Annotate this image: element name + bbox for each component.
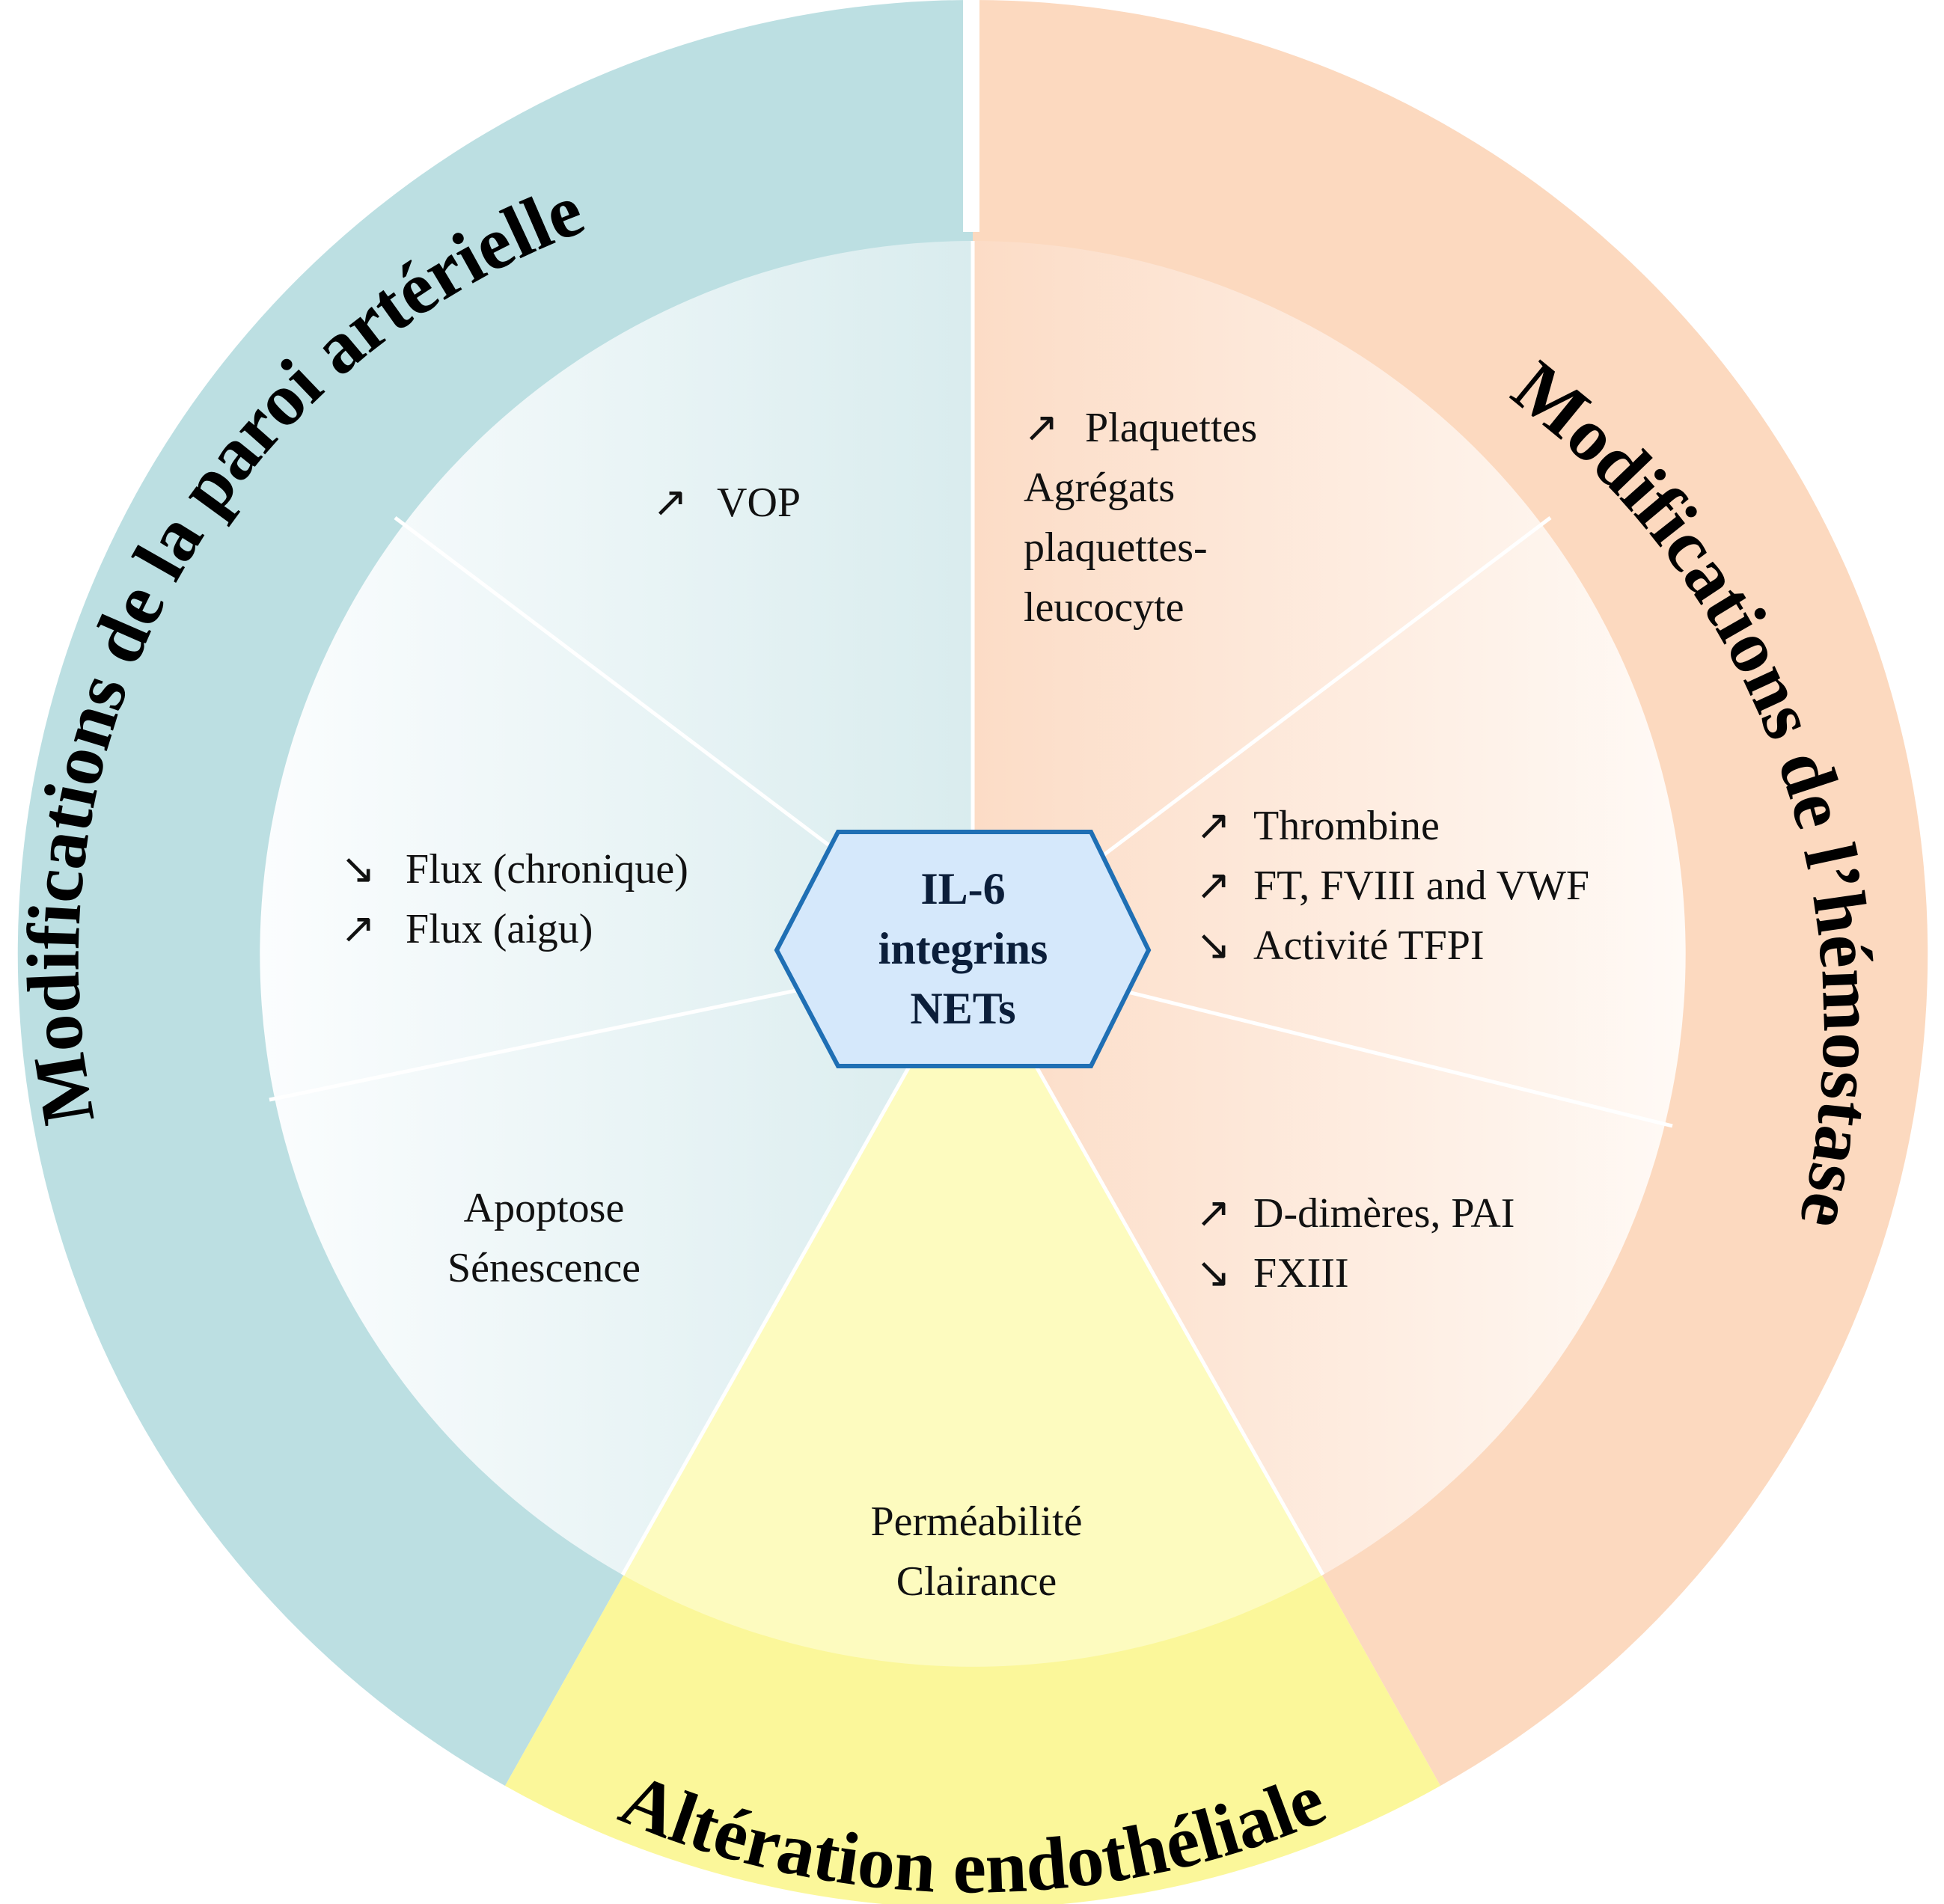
center-line2: integrins (878, 924, 1048, 973)
segment-ddimeres-line1: D-dimères, PAI (1253, 1190, 1514, 1237)
center-line1: IL-6 (920, 864, 1005, 913)
segment-permeabilite-line1: Perméabilité (870, 1499, 1082, 1545)
segment-plaquettes: ↗ Plaquettes Agrégats plaquettes- leucoc… (1024, 403, 1257, 631)
increase-arrow-icon: ↗ (1196, 1189, 1231, 1237)
segment-thrombine-line2: FT, FVIII and VWF (1253, 863, 1589, 909)
segment-thrombine-line1: Thrombine (1253, 803, 1440, 849)
center-hexagon: IL-6 integrins NETs (774, 830, 1152, 1068)
segment-vop-text: VOP (717, 480, 801, 526)
segment-plaquettes-line4: leucocyte (1024, 584, 1185, 631)
segment-ddimeres: ↗ D-dimères, PAI ↘ FXIII (1196, 1189, 1514, 1297)
inner-sector-right (973, 241, 1686, 1575)
segment-plaquettes-line1: Plaquettes (1085, 405, 1257, 451)
segment-plaquettes-line2: Agrégats (1024, 465, 1175, 511)
segment-flux-line1: Flux (chronique) (406, 846, 688, 893)
center-line3: NETs (910, 984, 1015, 1033)
segment-flux: ↘ Flux (chronique) ↗ Flux (aigu) (340, 845, 688, 953)
segment-flux-line2: Flux (aigu) (406, 906, 593, 952)
decrease-arrow-icon: ↘ (340, 845, 376, 893)
segment-thrombine-line3: Activité TFPI (1253, 922, 1485, 969)
inner-sector-bottom (623, 954, 1323, 1667)
center-hexagon-shape (774, 830, 1152, 1068)
decrease-arrow-icon: ↘ (1196, 1249, 1231, 1297)
increase-arrow-icon: ↗ (1024, 403, 1059, 452)
segment-apoptose: Apoptose Sénescence (447, 1185, 641, 1291)
segment-permeabilite: Perméabilité Clairance (870, 1499, 1082, 1605)
segment-apoptose-line2: Sénescence (447, 1245, 641, 1291)
segment-plaquettes-line3: plaquettes- (1024, 524, 1208, 571)
inner-sector-left (260, 241, 973, 1575)
increase-arrow-icon: ↗ (1196, 861, 1231, 910)
decrease-arrow-icon: ↘ (1196, 921, 1231, 970)
increase-arrow-icon: ↗ (1196, 801, 1231, 850)
segment-ddimeres-line2: FXIII (1253, 1250, 1349, 1297)
segment-permeabilite-line2: Clairance (896, 1558, 1057, 1605)
increase-arrow-icon: ↗ (340, 904, 376, 953)
increase-arrow-icon: ↗ (652, 478, 688, 527)
ring-top-gap (963, 0, 979, 232)
segment-vop: ↗ VOP (652, 478, 801, 527)
segment-apoptose-line1: Apoptose (464, 1185, 625, 1231)
segment-thrombine: ↗ Thrombine ↗ FT, FVIII and VWF ↘ Activi… (1196, 801, 1589, 970)
